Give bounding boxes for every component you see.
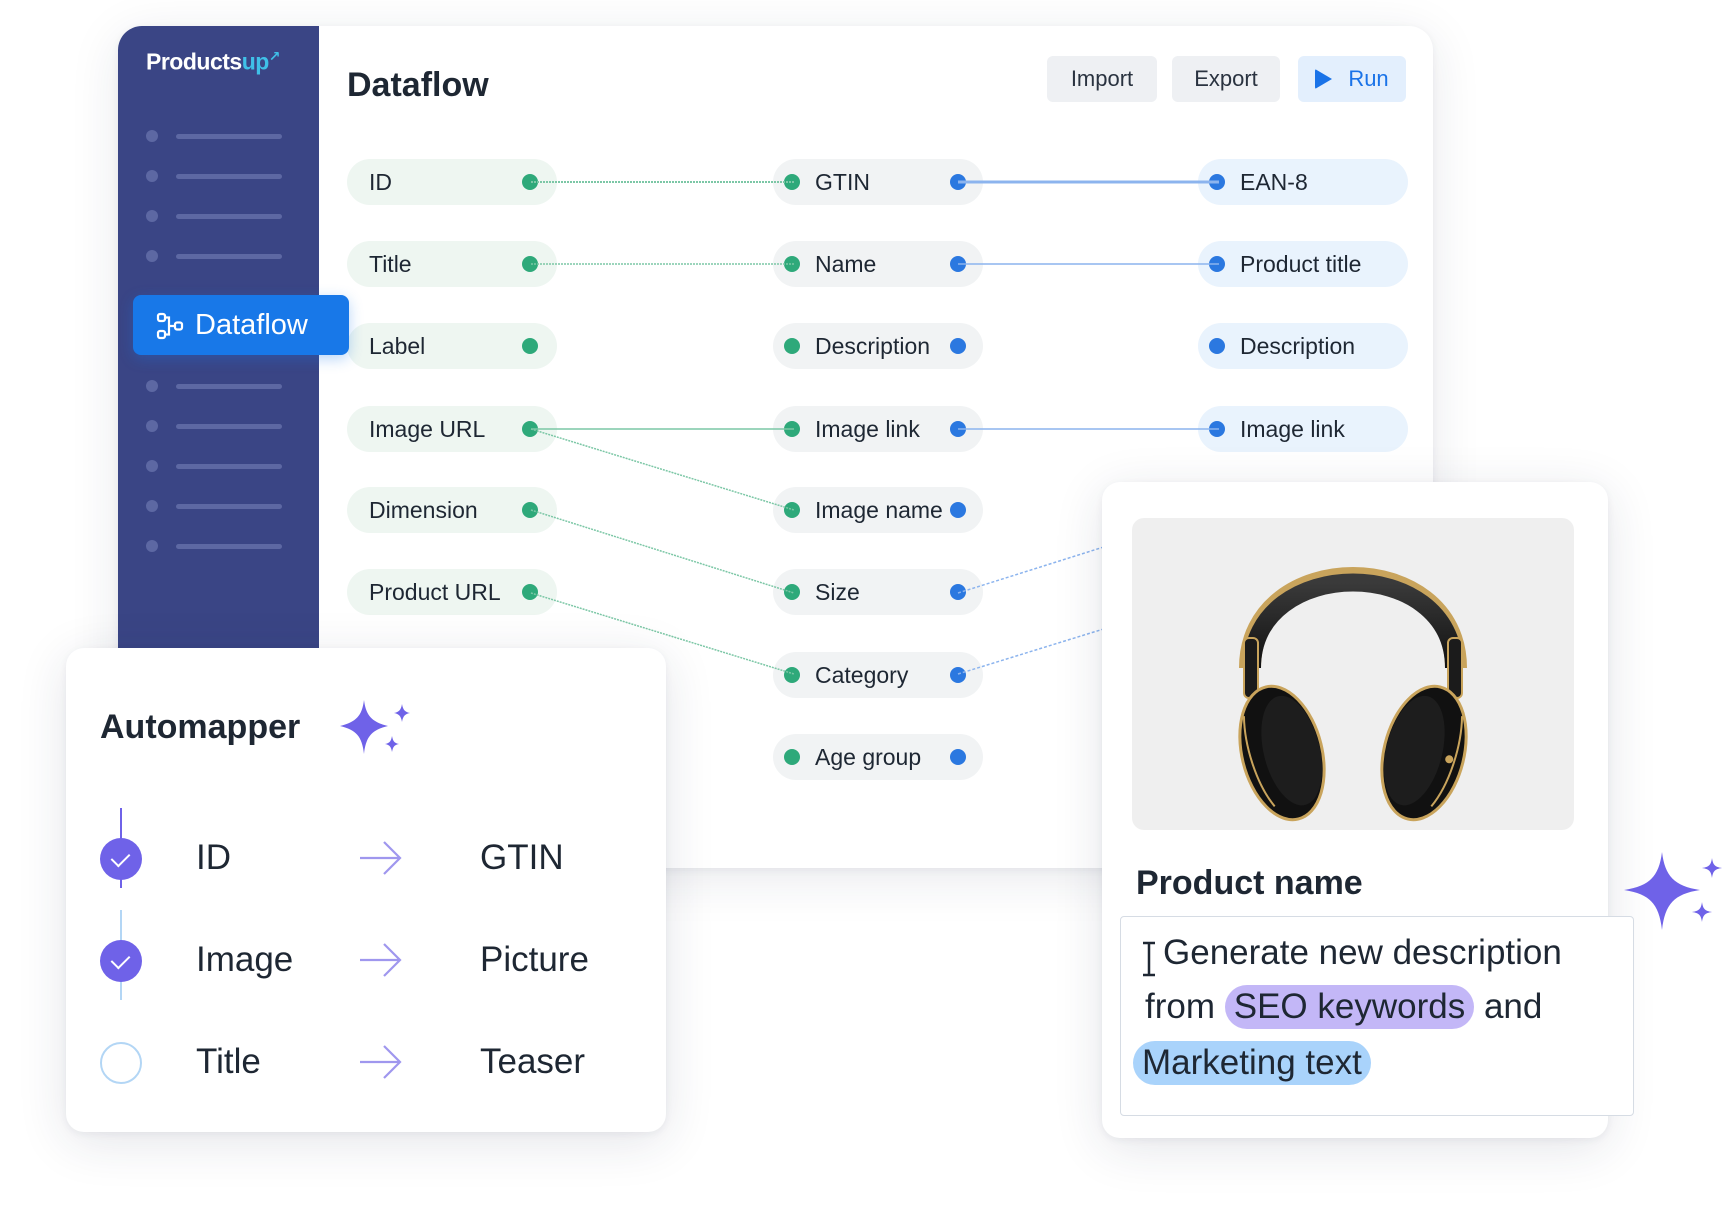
arrow-right-icon bbox=[360, 841, 402, 875]
connector-node[interactable] bbox=[522, 584, 538, 600]
connector-node[interactable] bbox=[1209, 421, 1225, 437]
export-button[interactable]: Export bbox=[1172, 56, 1280, 102]
connector-node[interactable] bbox=[950, 338, 966, 354]
connector-node[interactable] bbox=[950, 749, 966, 765]
sidebar-item-placeholder[interactable] bbox=[146, 460, 286, 472]
mid-field-category[interactable]: Category bbox=[773, 652, 983, 698]
connector-node[interactable] bbox=[784, 421, 800, 437]
connector-node[interactable] bbox=[784, 174, 800, 190]
target-field-description[interactable]: Description bbox=[1198, 323, 1408, 369]
sidebar-item-placeholder[interactable] bbox=[146, 210, 286, 222]
check-icon[interactable] bbox=[100, 838, 142, 880]
connector-node[interactable] bbox=[1209, 338, 1225, 354]
product-card: Product name Generate new description fr… bbox=[1102, 482, 1634, 1138]
run-button[interactable]: Run bbox=[1298, 56, 1406, 102]
connector-node[interactable] bbox=[950, 667, 966, 683]
connector-node[interactable] bbox=[522, 256, 538, 272]
connector-node[interactable] bbox=[950, 256, 966, 272]
sidebar-item-placeholder[interactable] bbox=[146, 500, 286, 512]
product-name-label: Product name bbox=[1136, 864, 1363, 902]
connector-node[interactable] bbox=[1209, 256, 1225, 272]
text-cursor-icon bbox=[1143, 941, 1155, 977]
arrow-right-icon bbox=[360, 1045, 402, 1079]
connector-node[interactable] bbox=[522, 338, 538, 354]
connector-node[interactable] bbox=[522, 502, 538, 518]
automapper-row[interactable]: Image Picture bbox=[66, 936, 666, 986]
target-field-ean8[interactable]: EAN-8 bbox=[1198, 159, 1408, 205]
sidebar-item-placeholder[interactable] bbox=[146, 380, 286, 392]
mid-field-name[interactable]: Name bbox=[773, 241, 983, 287]
arrow-right-icon bbox=[360, 943, 402, 977]
import-button[interactable]: Import bbox=[1047, 56, 1157, 102]
unchecked-circle-icon[interactable] bbox=[100, 1042, 142, 1084]
play-icon bbox=[1315, 69, 1333, 89]
connector-node[interactable] bbox=[522, 421, 538, 437]
sidebar-item-placeholder[interactable] bbox=[146, 130, 286, 142]
connector-node[interactable] bbox=[950, 584, 966, 600]
target-field-image-link[interactable]: Image link bbox=[1198, 406, 1408, 452]
source-field-dimension[interactable]: Dimension bbox=[347, 487, 557, 533]
automapper-row[interactable]: ID GTIN bbox=[66, 834, 666, 884]
sparkle-icon bbox=[1624, 852, 1722, 930]
automapper-card: Automapper ID GTIN Image Picture Title T… bbox=[66, 648, 666, 1132]
sidebar-item-placeholder[interactable] bbox=[146, 170, 286, 182]
source-field-id[interactable]: ID bbox=[347, 159, 557, 205]
sparkle-icon bbox=[340, 700, 410, 754]
dataflow-icon bbox=[156, 312, 184, 340]
source-field-label[interactable]: Label bbox=[347, 323, 557, 369]
mid-field-size[interactable]: Size bbox=[773, 569, 983, 615]
mid-field-image-name[interactable]: Image name bbox=[773, 487, 983, 533]
connector-node[interactable] bbox=[784, 667, 800, 683]
connector-node[interactable] bbox=[784, 338, 800, 354]
headphones-icon bbox=[1238, 567, 1468, 822]
product-image bbox=[1132, 518, 1574, 830]
sidebar-item-placeholder[interactable] bbox=[146, 250, 286, 262]
automapper-title: Automapper bbox=[100, 708, 301, 746]
page-title: Dataflow bbox=[347, 66, 489, 104]
source-field-product-url[interactable]: Product URL bbox=[347, 569, 557, 615]
source-field-image-url[interactable]: Image URL bbox=[347, 406, 557, 452]
sidebar-item-dataflow[interactable]: Dataflow bbox=[133, 295, 349, 355]
connector-node[interactable] bbox=[784, 584, 800, 600]
marketing-text-chip[interactable]: Marketing text bbox=[1133, 1041, 1371, 1085]
productsup-logo[interactable]: Productsup↗ bbox=[146, 48, 281, 75]
sidebar-item-placeholder[interactable] bbox=[146, 420, 286, 432]
connector-node[interactable] bbox=[950, 174, 966, 190]
connector-node[interactable] bbox=[784, 749, 800, 765]
sidebar-item-placeholder[interactable] bbox=[146, 540, 286, 552]
connector-node[interactable] bbox=[950, 502, 966, 518]
mid-field-gtin[interactable]: GTIN bbox=[773, 159, 983, 205]
description-prompt-input[interactable]: Generate new description from SEO keywor… bbox=[1120, 916, 1634, 1116]
mid-field-description[interactable]: Description bbox=[773, 323, 983, 369]
target-field-product-title[interactable]: Product title bbox=[1198, 241, 1408, 287]
check-icon[interactable] bbox=[100, 940, 142, 982]
source-field-title[interactable]: Title bbox=[347, 241, 557, 287]
seo-keywords-chip[interactable]: SEO keywords bbox=[1224, 985, 1475, 1029]
connector-node[interactable] bbox=[950, 421, 966, 437]
mid-field-age-group[interactable]: Age group bbox=[773, 734, 983, 780]
connector-node[interactable] bbox=[784, 256, 800, 272]
connector-node[interactable] bbox=[1209, 174, 1225, 190]
automapper-row[interactable]: Title Teaser bbox=[66, 1038, 666, 1088]
connector-node[interactable] bbox=[784, 502, 800, 518]
connector-node[interactable] bbox=[522, 174, 538, 190]
mid-field-image-link[interactable]: Image link bbox=[773, 406, 983, 452]
